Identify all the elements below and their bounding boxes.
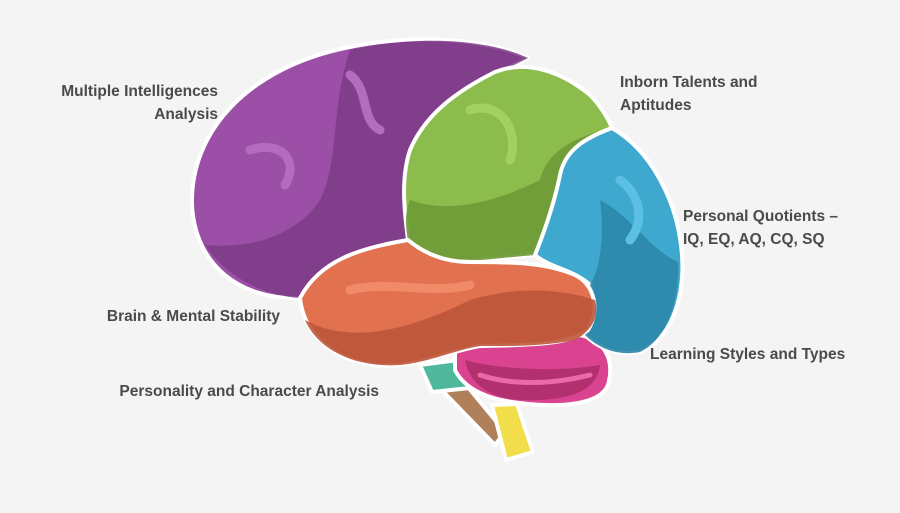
- label-line: Inborn Talents and: [620, 74, 758, 91]
- parietal-gyrus: [465, 103, 518, 165]
- parietal-lobe-shade: [405, 128, 612, 262]
- frontal-gyrus: [245, 142, 295, 190]
- label-learning-styles: Learning Styles and Types: [650, 346, 846, 363]
- label-line: Personal Quotients –: [683, 208, 839, 225]
- label-line: IQ, EQ, AQ, CQ, SQ: [683, 231, 825, 248]
- cerebellum-fold: [477, 372, 593, 385]
- label-line: Analysis: [154, 106, 218, 123]
- occipital-gyrus: [615, 175, 644, 245]
- label-line: Multiple Intelligences: [61, 83, 218, 100]
- label-multiple-intelligences: Multiple Intelligences Analysis: [48, 80, 218, 126]
- label-line: Aptitudes: [620, 97, 692, 114]
- label-inborn-talents: Inborn Talents and Aptitudes: [620, 71, 758, 117]
- label-personal-quotients: Personal Quotients – IQ, EQ, AQ, CQ, SQ: [683, 205, 838, 251]
- temporal-gyrus: [345, 280, 475, 295]
- spinal-tip: [490, 402, 535, 462]
- label-brain-mental-stability: Brain & Mental Stability: [106, 308, 280, 325]
- temporal-lobe-shade: [305, 290, 597, 366]
- occipital-lobe-shade: [585, 200, 679, 354]
- frontal-gyrus: [345, 70, 385, 135]
- label-personality-character: Personality and Character Analysis: [119, 383, 379, 400]
